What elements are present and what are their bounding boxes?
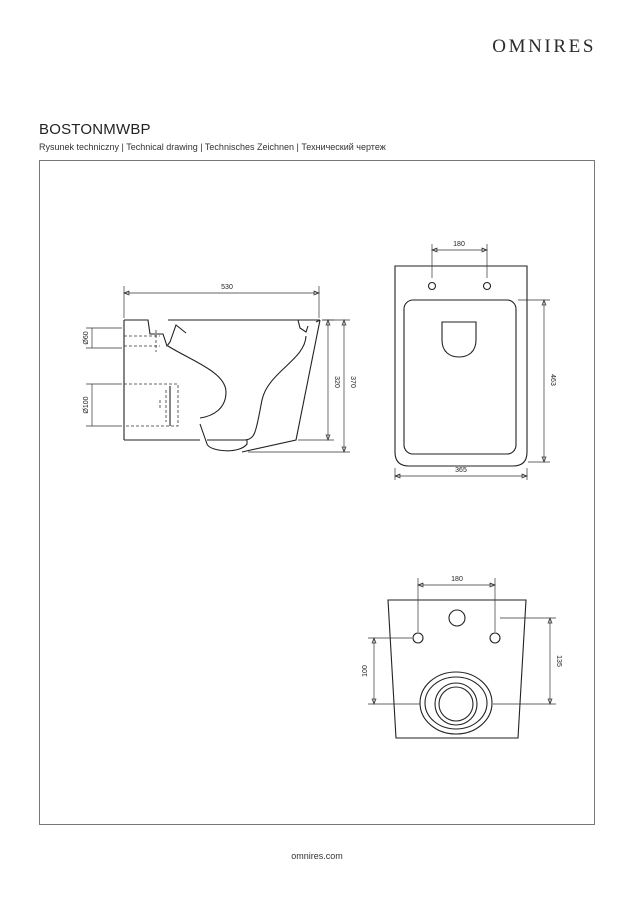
bolt-hole-left — [412, 632, 424, 644]
drain-height-label: 100 — [362, 665, 369, 677]
dim-arrows-530 — [123, 290, 320, 296]
outlet-bottom — [199, 423, 248, 452]
back-view-outline — [387, 599, 527, 739]
bolt-hole-right — [489, 632, 501, 644]
bowl-inner-profile — [207, 335, 307, 441]
back-hole-spacing-label: 180 — [451, 576, 463, 583]
dim-arrows-370 — [341, 319, 347, 453]
drawing-frame — [39, 160, 595, 825]
bowl-top-rim — [124, 319, 321, 348]
inlet-pipe-dashed — [124, 330, 160, 352]
top-hole-spacing-label: 180 — [453, 241, 465, 248]
outlet-pipe-outer — [434, 682, 478, 726]
footer-website[interactable]: omnires.com — [291, 851, 343, 861]
dim-arrows-100-back — [371, 637, 377, 705]
dim-arrows-320 — [325, 319, 331, 441]
pipe-small-label: Ø60 — [83, 331, 90, 344]
model-title: BOSTONMWBP — [39, 121, 151, 138]
drawing-subtitle: Rysunek techniczny | Technical drawing |… — [39, 142, 386, 152]
side-width-label: 530 — [221, 284, 233, 291]
top-width-label: 365 — [455, 467, 467, 474]
height-front-label: 320 — [333, 376, 340, 388]
seat-hole-left — [427, 281, 437, 291]
dim-arrows-180-back — [417, 582, 496, 588]
water-inlet-hole — [448, 609, 466, 627]
height-total-label: 370 — [349, 376, 356, 388]
dim-arrows-180-top — [431, 247, 488, 253]
pipe-large-label: Ø100 — [83, 396, 90, 413]
top-view: 180 463 365 — [394, 241, 556, 480]
back-view: 180 100 135 — [362, 576, 562, 739]
outlet-ring-middle — [424, 676, 488, 730]
side-view: 530 Ø60 Ø100 320 370 — [83, 284, 356, 453]
seat-hole-right — [482, 281, 492, 291]
outlet-pipe-inner — [438, 686, 474, 722]
dim-arrows-135 — [547, 617, 553, 705]
rim-detail — [297, 319, 309, 333]
top-depth-label: 463 — [549, 374, 556, 386]
drain-opening — [441, 321, 477, 358]
dim-arrows-463 — [541, 299, 547, 463]
brand-logo: OMNIRES — [492, 36, 596, 57]
outlet-ring-outer — [419, 671, 493, 735]
top-view-bowl — [403, 299, 517, 455]
dim-arrows-365 — [394, 473, 528, 479]
top-view-outline — [394, 265, 528, 467]
outlet-pipe-dashed — [124, 383, 179, 427]
bolt-height-label: 135 — [555, 655, 562, 667]
bowl-outer-profile — [241, 319, 321, 453]
trapway-curve — [167, 345, 227, 419]
